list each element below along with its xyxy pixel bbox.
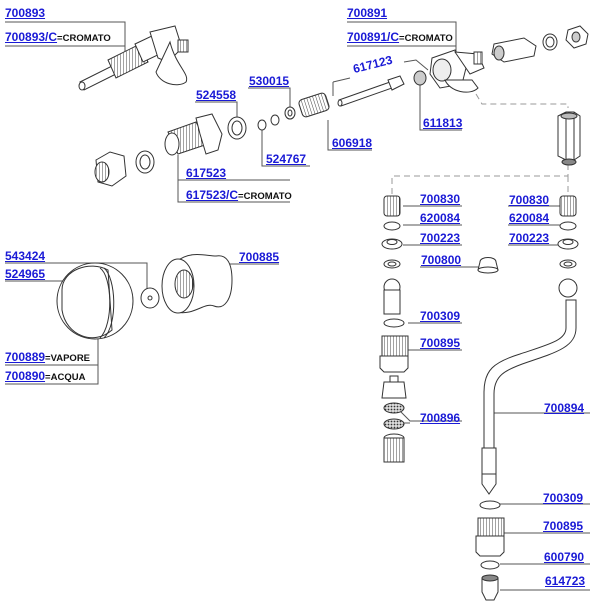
part-label-530015[interactable]: 530015 xyxy=(249,74,290,88)
part-label-700893[interactable]: 700893 xyxy=(5,6,46,20)
fitting-617523 xyxy=(164,113,223,156)
part-label-700895-top[interactable]: 700895 xyxy=(420,336,461,350)
nut-700895-top xyxy=(379,335,409,373)
part-label-700223-right[interactable]: 700223 xyxy=(509,231,550,245)
part-label-524558[interactable]: 524558 xyxy=(196,88,237,102)
ball-tip-right xyxy=(558,278,578,298)
part-label-700830-left[interactable]: 700830 xyxy=(420,192,461,206)
variant-note: =VAPORE xyxy=(45,353,91,364)
tip-614723 xyxy=(481,574,499,601)
washer-right-col xyxy=(559,259,577,269)
finish-note: =CROMATO xyxy=(399,33,453,44)
oring-524767-b xyxy=(270,114,280,126)
part-label-700309-top[interactable]: 700309 xyxy=(420,309,461,323)
part-label-700885[interactable]: 700885 xyxy=(239,250,280,264)
finish-note: =CROMATO xyxy=(57,33,111,44)
part-label-524965[interactable]: 524965 xyxy=(5,267,46,281)
washer-543424 xyxy=(140,287,160,309)
part-label-543424[interactable]: 543424 xyxy=(5,249,46,263)
seal-700223-right xyxy=(557,238,579,250)
part-label-700894[interactable]: 700894 xyxy=(544,401,585,415)
spring-606918 xyxy=(298,92,330,118)
washer-530015-hole xyxy=(287,109,293,117)
oring-620084-left xyxy=(383,221,401,231)
oring-600790 xyxy=(480,560,500,570)
part-code: 700891/C xyxy=(347,30,400,44)
part-label-611813[interactable]: 611813 xyxy=(423,116,463,130)
wand-tube-700894 xyxy=(483,299,577,449)
spring-700830-left xyxy=(383,195,401,217)
part-code: 617523/C xyxy=(186,188,239,202)
leader-lines xyxy=(5,21,590,591)
oring-524767-a xyxy=(257,119,267,131)
dashed-connectors xyxy=(391,93,569,196)
variant-note: =ACQUA xyxy=(45,372,86,383)
part-code: 700889 xyxy=(5,350,46,364)
part-label-620084-left[interactable]: 620084 xyxy=(420,211,461,225)
oring-700309-bottom xyxy=(479,500,501,510)
part-label-700891[interactable]: 700891 xyxy=(347,6,388,20)
part-label-524767[interactable]: 524767 xyxy=(266,152,307,166)
cap-700889-700890 xyxy=(56,262,134,340)
spring-700830-right xyxy=(559,195,577,217)
part-label-614723[interactable]: 614723 xyxy=(545,574,586,588)
hex-coupler xyxy=(557,111,581,166)
threaded-nozzle xyxy=(383,433,405,463)
knob-body-700885 xyxy=(161,254,233,314)
finish-note: =CROMATO xyxy=(238,191,292,202)
mesh-700896-a xyxy=(383,402,405,414)
washer-left xyxy=(135,150,155,174)
part-code: 700890 xyxy=(5,369,46,383)
valve-body-700891 xyxy=(429,49,485,93)
washer-left-col xyxy=(383,259,401,269)
mesh-700896-b xyxy=(383,418,405,430)
adapter-fitting xyxy=(491,25,589,63)
part-label-700895-bottom[interactable]: 700895 xyxy=(543,519,584,533)
washer-524558 xyxy=(227,116,247,140)
part-label-700800[interactable]: 700800 xyxy=(421,253,462,267)
part-label-617523[interactable]: 617523 xyxy=(186,166,227,180)
oring-700309-top xyxy=(383,318,405,328)
pin-617123 xyxy=(337,75,405,107)
part-label-700309-bottom[interactable]: 700309 xyxy=(543,491,584,505)
oring-620084-right xyxy=(559,221,577,231)
valve-body-700893 xyxy=(78,25,189,91)
part-label-700830-right[interactable]: 700830 xyxy=(509,193,550,207)
part-label-700893c[interactable]: 700893/C=CROMATO xyxy=(5,30,111,46)
nut-700895-bottom xyxy=(475,517,505,557)
part-label-600790[interactable]: 600790 xyxy=(544,550,585,564)
nut-left xyxy=(94,151,127,187)
part-code: 700893/C xyxy=(5,30,58,44)
plug-611813 xyxy=(413,70,427,86)
cap-700800 xyxy=(477,257,499,274)
wand-tip xyxy=(481,447,497,495)
part-label-606918[interactable]: 606918 xyxy=(332,136,373,150)
part-label-700891c[interactable]: 700891/C=CROMATO xyxy=(347,30,453,46)
part-label-700890[interactable]: 700890=ACQUA xyxy=(5,369,85,385)
part-label-620084-right[interactable]: 620084 xyxy=(509,211,550,225)
part-label-700889[interactable]: 700889=VAPORE xyxy=(5,350,90,366)
seal-700223-left xyxy=(381,238,403,250)
part-label-700223-left[interactable]: 700223 xyxy=(420,231,461,245)
nozzle-cap xyxy=(381,375,407,399)
tip-left xyxy=(383,278,401,315)
part-label-617523c[interactable]: 617523/C=CROMATO xyxy=(186,188,292,204)
part-label-700896[interactable]: 700896 xyxy=(420,411,461,425)
